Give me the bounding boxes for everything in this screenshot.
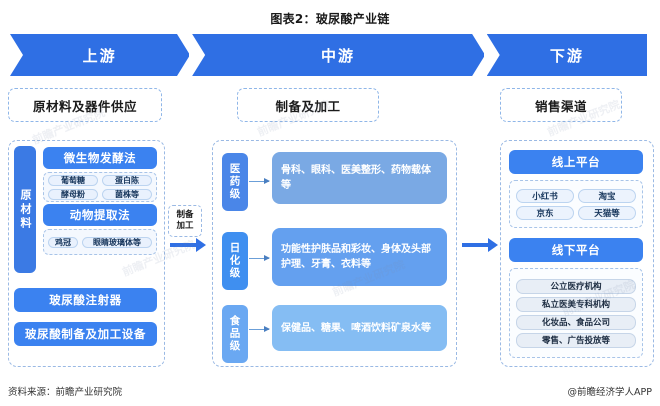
grade-cosmetic-content: 功能性护肤品和彩妆、身体及头部护理、牙膏、衣料等 [272,228,447,286]
list-item: 化妆品、食品公司 [516,314,636,330]
list-item: 鸡冠 [48,236,78,248]
connector-label-line2: 加工 [176,221,194,231]
arrow-upstream-to-midstream [170,238,206,252]
connector-label-line1: 制备 [176,210,194,220]
raw-material-label: 原材料 [14,146,36,273]
grade-pharmaceutical[interactable]: 医药级 [222,153,248,211]
arrow-grade-cosmetic [249,255,270,261]
connector-label-processing: 制备 加工 [168,205,202,237]
channel-online-title[interactable]: 线上平台 [509,150,643,174]
grade-food[interactable]: 食品级 [222,305,248,363]
device-processing-equipment[interactable]: 玻尿酸制备及加工设备 [14,322,157,346]
grade-food-content: 保健品、糖果、啤酒饮料矿泉水等 [272,305,447,351]
list-item: 眼睛玻璃体等 [82,236,152,248]
method-animal-extraction-title[interactable]: 动物提取法 [43,204,157,226]
page-title: 图表2：玻尿酸产业链 [270,12,390,26]
list-item: 小红书 [516,188,574,203]
list-item: 零售、广告投放等 [516,332,636,348]
stage-midstream[interactable]: 中游 [192,34,484,76]
list-item: 京东 [516,205,574,220]
list-item: 天猫等 [578,205,636,220]
list-item: 菌株等 [102,188,152,200]
heading-upstream: 原材料及器件供应 [8,88,162,122]
animal-extraction-items: 鸡冠 眼睛玻璃体等 [43,229,157,255]
list-item: 淘宝 [578,188,636,203]
stage-banner: 上游 中游 下游 [10,34,650,76]
arrow-grade-food [249,326,270,332]
source-note: 资料来源：前瞻产业研究院 [8,387,123,398]
device-injector[interactable]: 玻尿酸注射器 [14,288,157,312]
stage-upstream[interactable]: 上游 [10,34,190,76]
stage-downstream[interactable]: 下游 [486,34,647,76]
list-item: 蛋白陈 [102,174,152,186]
online-channel-items: 小红书 淘宝 京东 天猫等 [509,180,643,228]
list-item: 私立医美专科机构 [516,296,636,312]
heading-midstream: 制备及加工 [237,88,379,122]
fermentation-items: 葡萄糖 蛋白陈 酵母粉 菌株等 [43,172,157,202]
heading-downstream: 销售渠道 [500,88,622,122]
grade-pharmaceutical-content: 骨科、眼科、医美整形、药物载体等 [272,152,447,204]
arrow-grade-pharmaceutical [249,178,270,184]
list-item: 公立医疗机构 [516,278,636,294]
credit-note: @前瞻经济学人APP [567,387,652,398]
list-item: 葡萄糖 [48,174,98,186]
grade-cosmetic[interactable]: 日化级 [222,232,248,290]
arrow-midstream-to-downstream [462,238,498,252]
method-fermentation-title[interactable]: 微生物发酵法 [43,147,157,169]
offline-channel-items: 公立医疗机构 私立医美专科机构 化妆品、食品公司 零售、广告投放等 [509,268,643,358]
list-item: 酵母粉 [48,188,98,200]
channel-offline-title[interactable]: 线下平台 [509,238,643,262]
